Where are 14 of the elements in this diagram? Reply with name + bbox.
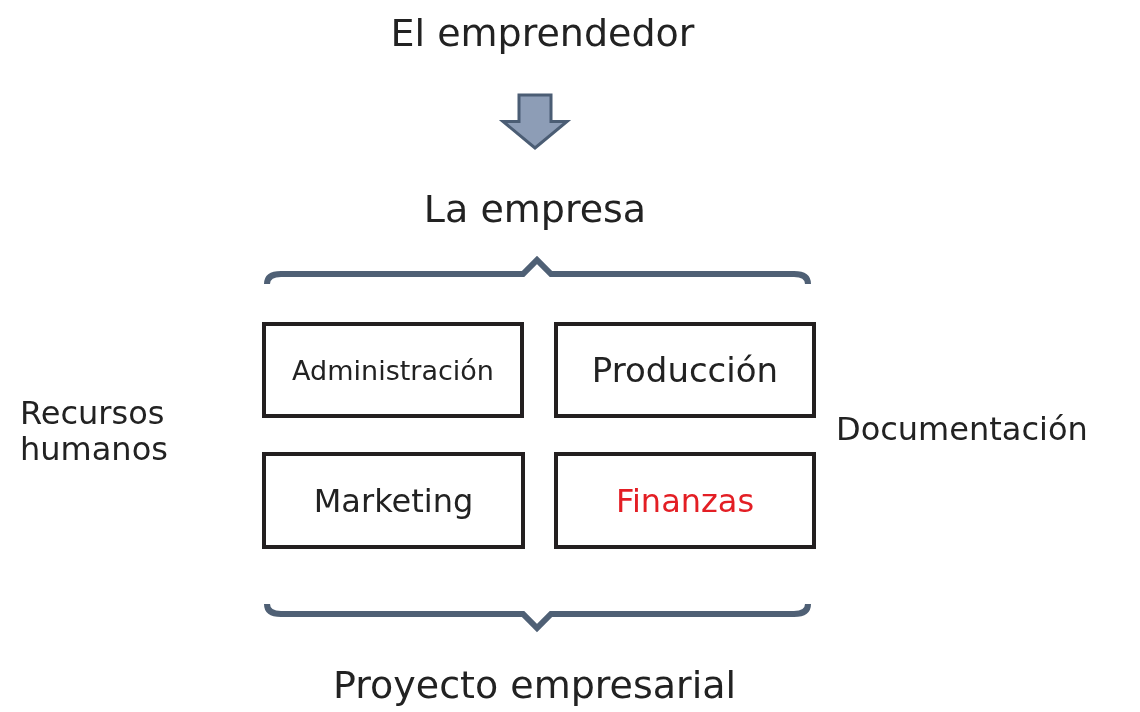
block-arrow — [498, 93, 572, 150]
heading-text: La empresa — [423, 187, 647, 231]
box-label: Administración — [292, 354, 494, 386]
side-label: Recursos humanos — [20, 396, 169, 468]
box-label: Producción — [591, 350, 779, 390]
section-box — [554, 322, 816, 418]
section-box — [554, 452, 816, 549]
footer-text: Proyecto empresarial — [333, 664, 737, 707]
side-label: Documentación — [836, 412, 1088, 448]
section-box — [262, 452, 525, 549]
heading-text: El emprendedor — [390, 11, 695, 55]
section-box — [262, 322, 524, 418]
box-label: Marketing — [313, 481, 474, 520]
box-label: Finanzas — [615, 481, 755, 520]
